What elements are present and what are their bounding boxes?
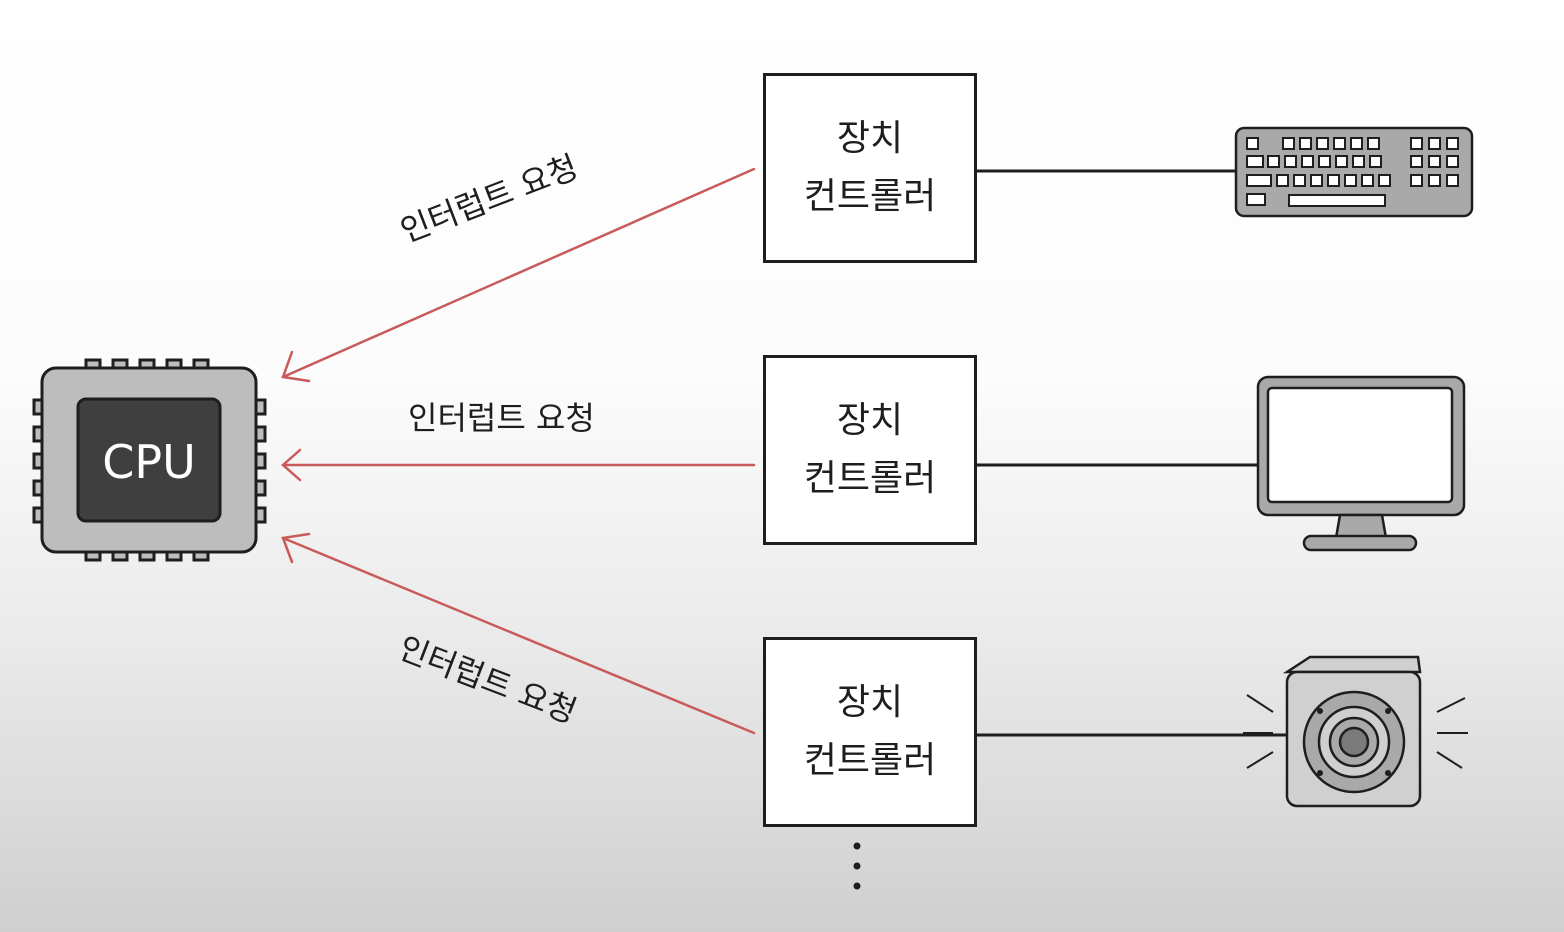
controller-label: 장치 컨트롤러 — [803, 682, 937, 781]
interrupt-arrow-2 — [281, 448, 756, 482]
interrupt-request-label: 인터럽트 요청 — [408, 399, 595, 437]
interrupt-arrow-3 — [281, 532, 756, 735]
device-controller-monitor: 장치 컨트롤러 — [763, 355, 977, 545]
device-controller-keyboard: 장치 컨트롤러 — [763, 73, 977, 263]
sound-waves — [1243, 694, 1468, 769]
device-connections — [977, 169, 1287, 737]
keyboard-icon — [1234, 126, 1474, 218]
cpu-chip-icon — [32, 358, 267, 562]
interrupt-arrow-1 — [281, 167, 756, 383]
interrupt-arrows — [281, 167, 756, 735]
device-controller-speaker: 장치 컨트롤러 — [763, 637, 977, 827]
ellipsis-vertical-icon — [853, 842, 861, 890]
controller-label: 장치 컨트롤러 — [803, 118, 937, 217]
controller-label: 장치 컨트롤러 — [803, 400, 937, 499]
monitor-icon — [1256, 375, 1466, 552]
speaker-icon — [1243, 655, 1468, 808]
cpu-label: CPU — [102, 435, 196, 489]
